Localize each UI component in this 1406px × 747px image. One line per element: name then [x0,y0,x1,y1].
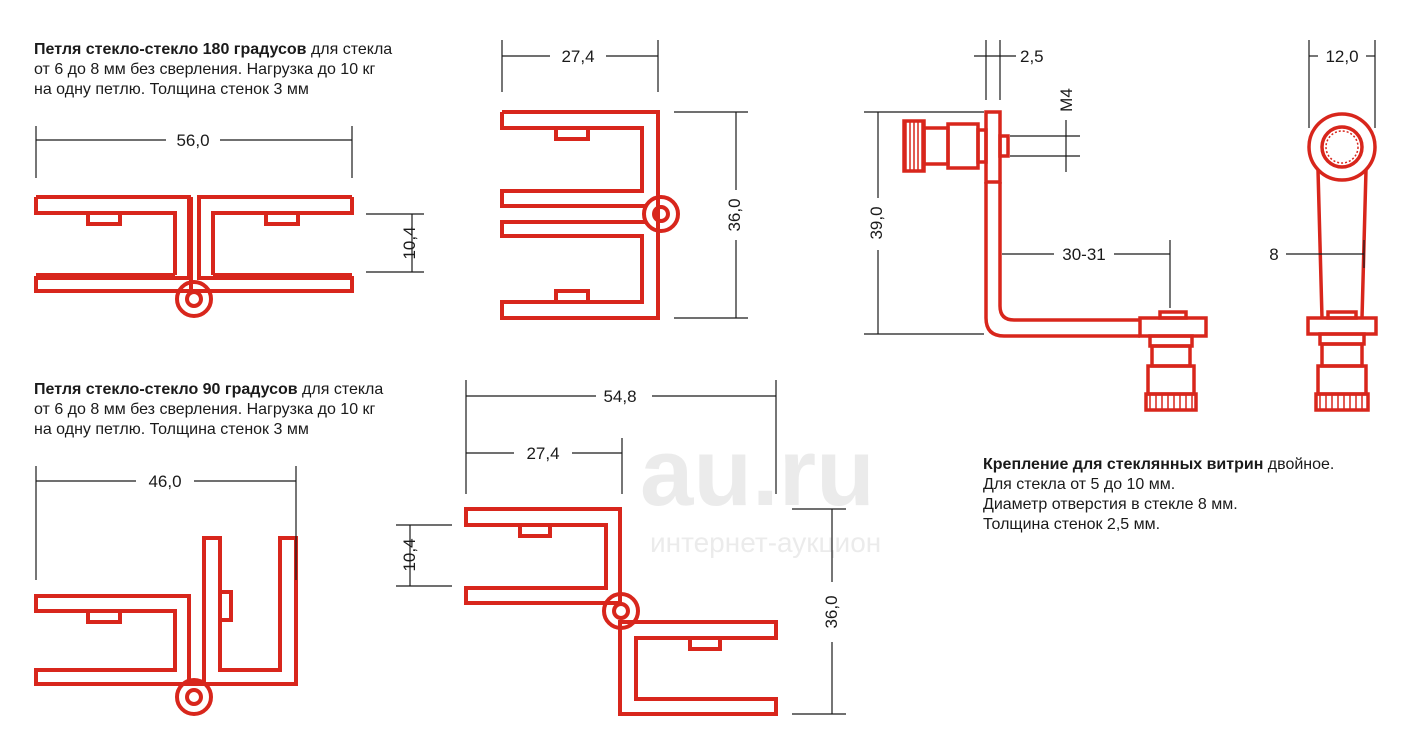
hinge-180-side-view [500,110,680,320]
caption-hinge-90-line1: для стекла [297,381,384,398]
dim-hinge-180-gap: 10,4 [400,226,419,259]
dim-mount-arm: 30-31 [1062,245,1105,264]
caption-hinge-90: Петля стекло-стекло 90 градусов для стек… [34,380,383,440]
caption-hinge-180: Петля стекло-стекло 180 градусов для сте… [34,40,392,100]
caption-mount-line1: двойное. [1263,456,1335,473]
dim-hinge-180-width: 56,0 [176,131,209,150]
mount-side-dimensions [864,40,1171,335]
hinge-180-side-dimensions [501,40,748,319]
mount-front-view [1306,112,1378,412]
caption-mount-title: Крепление для стеклянных витрин [983,456,1264,473]
caption-hinge-90-title: Петля стекло-стекло 90 градусов [34,381,298,398]
dim-mount-front-hole: 8 [1269,245,1278,264]
caption-hinge-90-line3: на одну петлю. Толщина стенок 3 мм [34,421,309,438]
caption-mount-line4: Толщина стенок 2,5 мм. [983,516,1161,533]
hinge-90-side-dimensions [396,380,846,715]
dim-hinge-180-side-width: 27,4 [561,47,594,66]
watermark-subtitle: интернет-аукцион [650,527,881,558]
hinge-90-top-view [34,536,298,716]
caption-mount-line2: Для стекла от 5 до 10 мм. [983,476,1176,493]
hinge-180-top-view [34,195,354,318]
caption-hinge-180-title: Петля стекло-стекло 180 градусов [34,41,307,58]
mount-side-view [902,110,1208,412]
dim-mount-front-width: 12,0 [1325,47,1358,66]
dim-mount-thread: M4 [1057,88,1076,112]
dim-hinge-180-side-height: 36,0 [725,198,744,231]
dim-mount-height: 39,0 [867,206,886,239]
caption-hinge-90-line2: от 6 до 8 мм без сверления. Нагрузка до … [34,401,376,418]
hinge-90-side-view [464,507,778,716]
watermark: au.ru интернет-аукцион [640,419,881,558]
dim-mount-plate: 2,5 [1020,47,1044,66]
dim-hinge-90-side-total: 54,8 [603,387,636,406]
caption-hinge-180-line3: на одну петлю. Толщина стенок 3 мм [34,81,309,98]
dim-hinge-90-side-half: 27,4 [526,444,559,463]
mount-front-dimensions [1286,40,1376,268]
dim-hinge-90-side-gap: 10,4 [400,538,419,571]
caption-hinge-180-line2: от 6 до 8 мм без сверления. Нагрузка до … [34,61,376,78]
hinge-180-dimensions [35,126,424,273]
caption-mount-line3: Диаметр отверстия в стекле 8 мм. [983,496,1238,513]
watermark-logo: au.ru [640,419,875,526]
hinge-90-dimensions [35,466,297,580]
dim-hinge-90-width: 46,0 [148,472,181,491]
dim-hinge-90-side-height: 36,0 [822,595,841,628]
caption-showcase-mount: Крепление для стеклянных витрин двойное.… [983,455,1334,535]
caption-hinge-180-line1: для стекла [306,41,393,58]
